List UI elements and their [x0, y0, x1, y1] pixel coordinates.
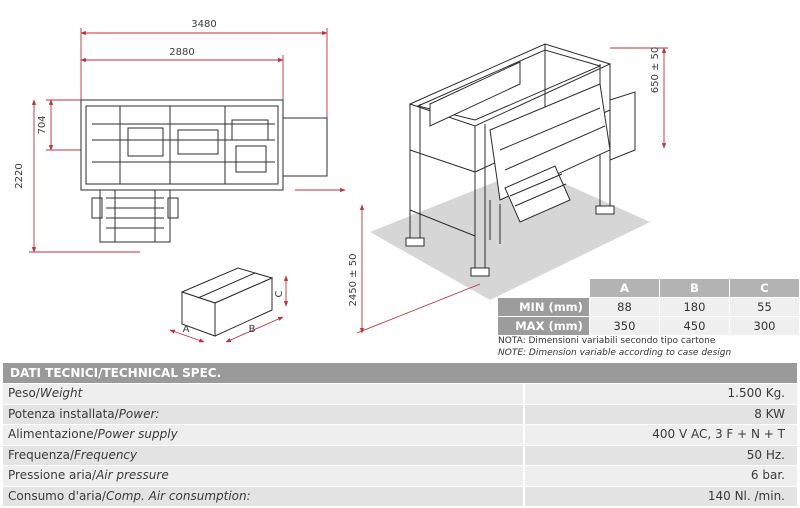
table-row: MIN (mm) 88 180 55 [497, 297, 800, 317]
dim-3480-label: 3480 [191, 19, 216, 30]
table-row: Pressione aria/Air pressure 6 bar. [3, 465, 797, 486]
technical-spec-table: DATI TECNICI/TECHNICAL SPEC. Peso/Weight… [3, 363, 797, 506]
dim-height-label: 2450 ± 50 [348, 254, 359, 307]
case-dimension-table: A B C MIN (mm) 88 180 55 MAX (mm) 350 45… [497, 278, 800, 336]
spec-label: Frequenza/Frequency [3, 445, 525, 465]
spec-label: Peso/Weight [3, 384, 525, 404]
row-label-min: MIN (mm) [497, 297, 590, 317]
spec-value: 50 Hz. [525, 445, 797, 465]
spec-value: 1.500 Kg. [525, 384, 797, 404]
table-row: Alimentazione/Power supply 400 V AC, 3 F… [3, 424, 797, 445]
spec-label: Pressione aria/Air pressure [3, 466, 525, 486]
spec-title: DATI TECNICI/TECHNICAL SPEC. [3, 363, 797, 383]
spec-value: 6 bar. [525, 466, 797, 486]
note-english: NOTE: Dimension variable according to ca… [498, 348, 732, 358]
table-row: Consumo d'aria/Comp. Air consumption: 14… [3, 485, 797, 506]
table-row: Frequenza/Frequency 50 Hz. [3, 444, 797, 465]
box-dim-b-label: B [249, 324, 256, 335]
dim-2220-label: 2220 [14, 163, 25, 188]
col-header-a: A [588, 278, 660, 298]
cell-min-a: 88 [588, 297, 660, 317]
cell-max-b: 450 [658, 316, 730, 336]
spec-label: Potenza installata/Power: [3, 404, 525, 424]
isometric-view: 2450 ± 50 650 ± 50 [348, 43, 668, 334]
box-dim-c-label: C [274, 290, 285, 297]
cell-min-b: 180 [658, 297, 730, 317]
dimension-notes: NOTA: Dimensioni variabili secondo tipo … [498, 335, 731, 359]
table-row: Potenza installata/Power: 8 KW [3, 403, 797, 424]
spec-value: 8 KW [525, 404, 797, 424]
case-diagram: A B C [169, 267, 289, 343]
dim-704-label: 704 [37, 115, 48, 134]
col-header-b: B [658, 278, 730, 298]
spec-value: 140 Nl. /min. [525, 486, 797, 506]
dim-2880-label: 2880 [169, 47, 194, 58]
box-dim-a-label: A [183, 324, 190, 335]
table-row: MAX (mm) 350 450 300 [497, 316, 800, 336]
col-header-c: C [728, 278, 800, 298]
top-view: 3480 2880 704 2220 [14, 19, 346, 253]
spec-label: Consumo d'aria/Comp. Air consumption: [3, 486, 525, 506]
cell-max-a: 350 [588, 316, 660, 336]
cell-max-c: 300 [728, 316, 800, 336]
dim-top-label: 650 ± 50 [650, 47, 661, 94]
row-label-max: MAX (mm) [497, 316, 590, 336]
spec-label: Alimentazione/Power supply [3, 425, 525, 445]
cell-min-c: 55 [728, 297, 800, 317]
technical-drawing: 3480 2880 704 2220 [14, 19, 668, 343]
spec-value: 400 V AC, 3 F + N + T [525, 425, 797, 445]
note-italian: NOTA: Dimensioni variabili secondo tipo … [498, 336, 716, 346]
table-row: Peso/Weight 1.500 Kg. [3, 383, 797, 404]
spec-rows: Peso/Weight 1.500 Kg. Potenza installata… [3, 383, 797, 506]
